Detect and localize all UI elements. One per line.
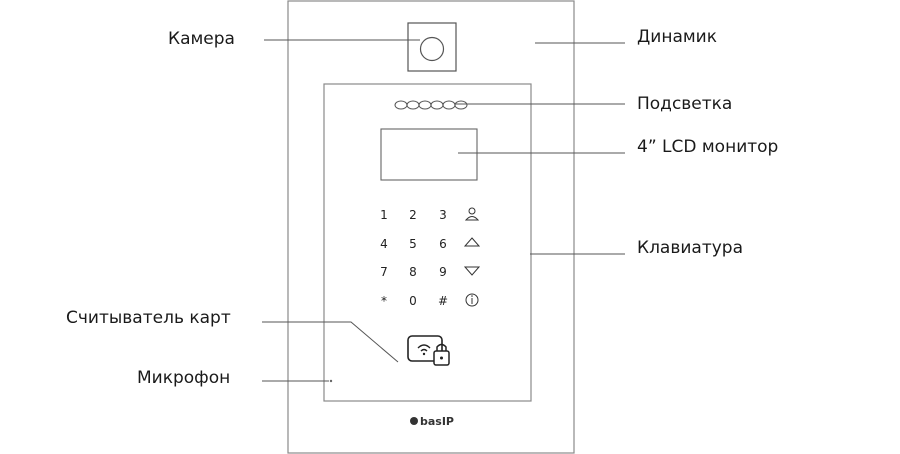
key-6: 6 [439,237,447,251]
speaker-label: Динамик [637,27,718,47]
key-0: 0 [409,294,417,308]
key-9: 9 [439,265,447,279]
key-star: * [381,294,387,308]
camera-lens [419,36,445,62]
brand-logo-text: basIP [420,415,454,428]
camera-label: Камера [168,29,235,49]
key-hash: # [437,294,449,308]
microphone-label: Микрофон [137,368,231,388]
logo-mark [410,417,418,425]
key-1: 1 [380,208,388,222]
card-reader-icon [407,335,450,366]
key-3: 3 [439,208,447,222]
keyboard-label: Клавиатура [637,238,744,258]
key-8: 8 [409,265,417,279]
arrow-up-icon [463,237,481,247]
key-2: 2 [409,208,417,222]
microphone-hole [329,379,333,383]
card-reader-leader-line [262,321,399,363]
key-5: 5 [409,237,417,251]
key-4: 4 [380,237,388,251]
backlight-leds [394,100,468,110]
arrow-down-icon [463,266,481,276]
person-icon [464,207,480,221]
card-reader-label: Считыватель карт [66,308,231,328]
monitor-label: 4” LCD монитор [637,137,779,157]
info-icon [465,293,479,307]
backlight-label: Подсветка [637,94,733,114]
lcd-monitor [380,128,478,181]
key-7: 7 [380,265,388,279]
